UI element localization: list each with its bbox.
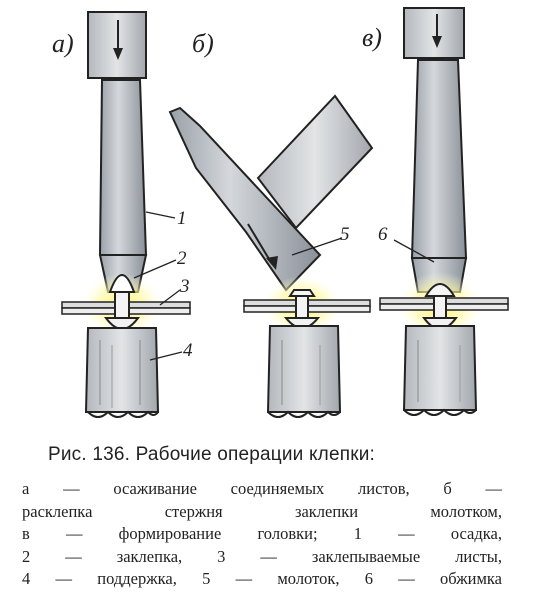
panel-v: в) 6 xyxy=(362,7,509,416)
panel-label-v: в) xyxy=(362,23,382,52)
caption-line: 4 — поддержка, 5 — молоток, 6 — обжимка xyxy=(22,569,502,588)
caption-line: расклепка стержня заклепки молотком, xyxy=(22,501,502,521)
panel-b: б) 5 xyxy=(168,29,374,418)
rivet-operations-figure: а) 1 2 3 4 б) 5 xyxy=(52,7,509,418)
punch-a xyxy=(98,79,148,256)
press-block-v xyxy=(403,7,465,59)
part-number-6: 6 xyxy=(378,224,388,245)
support-a xyxy=(84,327,160,413)
support-b xyxy=(266,325,342,413)
figure-caption-title: Рис. 136. Рабочие операции клепки: xyxy=(48,444,376,465)
rivet-set-die xyxy=(410,59,468,259)
part-number-4: 4 xyxy=(183,340,193,361)
part-number-3: 3 xyxy=(179,276,190,297)
figure-caption-body: а — осаживание соединяемых листов, б — р… xyxy=(22,478,502,591)
panel-label-b: б) xyxy=(192,29,214,58)
part-number-1: 1 xyxy=(177,208,187,229)
caption-line: 2 — заклепка, 3 — заклепываемые листы, xyxy=(22,546,502,566)
panel-label-a: а) xyxy=(52,29,74,58)
support-v xyxy=(402,325,478,411)
hammer-handle xyxy=(256,94,374,230)
caption-line: в — формирование головки; 1 — осадка, xyxy=(22,524,502,543)
caption-line: а — осаживание соединяемых листов, б — xyxy=(22,479,502,498)
panel-a: а) 1 2 3 4 xyxy=(52,11,193,418)
part-number-5: 5 xyxy=(340,224,350,245)
hammer-head xyxy=(168,106,322,292)
part-number-2: 2 xyxy=(177,248,187,269)
